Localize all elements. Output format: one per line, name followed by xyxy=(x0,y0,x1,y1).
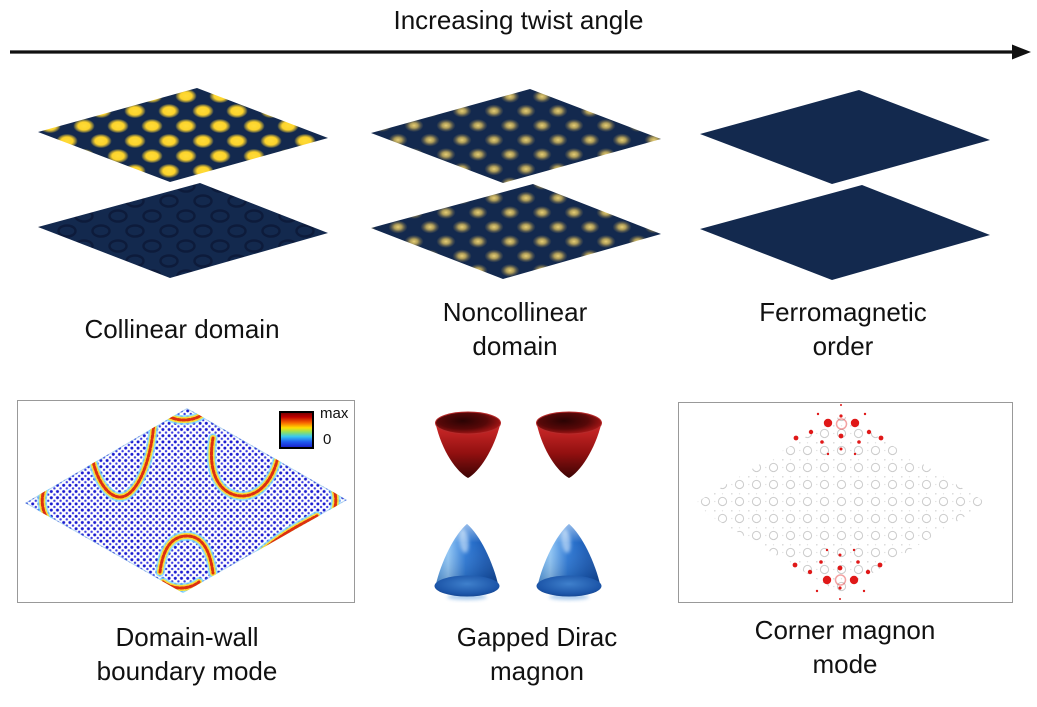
colorbar-max-label: max xyxy=(320,405,349,422)
dirac-magnon-cones xyxy=(435,411,602,600)
phase-label-line: domain xyxy=(472,331,558,361)
bilayer-ferromagnetic xyxy=(700,90,990,280)
phase-label-noncollinear: Noncollinear domain xyxy=(345,295,685,363)
panel-domain-wall-mode xyxy=(17,400,355,603)
corner-mode-red-dots-bottom xyxy=(792,548,883,600)
mode-label-gapped-dirac: Gapped Dirac magnon xyxy=(357,620,717,688)
domain-wall-lattice xyxy=(25,408,347,593)
noncollinear-top-layer xyxy=(371,89,661,183)
red-cone-right xyxy=(536,411,602,479)
mode-label-line: Corner magnon xyxy=(754,615,936,645)
noncollinear-bottom-layer xyxy=(371,184,661,279)
corner-mode-red-dots-top xyxy=(793,404,884,456)
mode-label-line: Gapped Dirac xyxy=(456,622,618,652)
corner-mode-lattice xyxy=(692,415,987,593)
blue-cone-left xyxy=(435,524,500,600)
red-cone-left xyxy=(435,411,501,479)
bilayer-noncollinear xyxy=(371,89,661,279)
blue-cone-right xyxy=(537,524,602,600)
mode-label-line: boundary mode xyxy=(96,656,278,686)
colorbar-zero-label: 0 xyxy=(323,431,332,448)
panel-corner-mode xyxy=(678,402,1013,603)
phase-label-line: Noncollinear xyxy=(442,297,588,327)
phase-label-collinear: Collinear domain xyxy=(12,312,352,346)
phase-label-line: order xyxy=(812,331,874,361)
twist-angle-arrow xyxy=(10,44,1031,60)
collinear-top-layer xyxy=(38,88,328,182)
figure-title: Increasing twist angle xyxy=(393,5,644,35)
phase-label-line: Collinear domain xyxy=(84,314,280,344)
mode-label-line: Domain-wall xyxy=(115,622,259,652)
collinear-bottom-layer xyxy=(38,183,328,278)
ferromagnetic-bottom-layer xyxy=(700,185,990,280)
phase-label-line: Ferromagnetic xyxy=(759,297,927,327)
mode-label-domain-wall: Domain-wall boundary mode xyxy=(7,620,367,688)
colorbar xyxy=(279,411,314,449)
phase-label-ferromagnetic: Ferromagnetic order xyxy=(673,295,1013,363)
mode-label-line: magnon xyxy=(490,656,584,686)
mode-label-corner-magnon: Corner magnon mode xyxy=(665,613,1025,681)
ferromagnetic-top-layer xyxy=(700,90,990,184)
bilayer-collinear xyxy=(38,88,328,278)
mode-label-line: mode xyxy=(812,649,878,679)
